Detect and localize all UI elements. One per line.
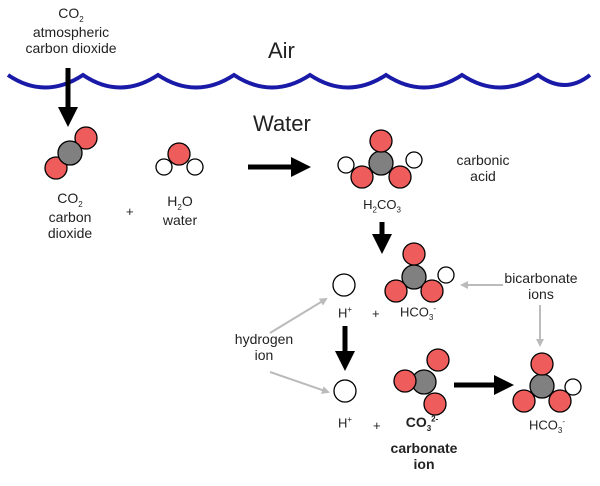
- water-label: Water: [253, 111, 311, 136]
- plus-sign: +: [373, 418, 381, 433]
- hydrogen-ion-upper: [332, 273, 356, 297]
- hydrogen-atom: [564, 378, 582, 396]
- oxygen-atom: [402, 242, 426, 266]
- co2-molecule: [44, 126, 98, 180]
- oxygen-atom: [423, 392, 447, 416]
- oxygen-atom: [530, 352, 554, 376]
- oxygen-atom: [44, 156, 68, 180]
- hydrogen-atom: [405, 151, 423, 169]
- air-label: Air: [268, 38, 295, 63]
- bicarbonate-ions-label: bicarbonate ions: [504, 270, 578, 303]
- oxygen-atom: [512, 389, 536, 413]
- carbonic-acid-label: carbonic acid: [456, 152, 510, 185]
- co2-label: CO2 carbon dioxide: [47, 190, 93, 242]
- bicarbonate-molecule-lower: [512, 352, 582, 413]
- plus-sign: +: [372, 306, 380, 321]
- hydrogen-atom: [337, 156, 355, 174]
- water-surface-wave: [6, 72, 592, 90]
- hydrogen-atom: [186, 158, 204, 176]
- oxygen-atom: [350, 165, 374, 189]
- h2o-label: H2O water: [162, 193, 198, 228]
- hydrogen-ion-lower: [333, 379, 357, 403]
- hydrogen-ion-label-upper: H+: [337, 305, 353, 321]
- pointer-hydrogen-upper: [269, 297, 328, 334]
- carbonate-formula: CO32-: [405, 414, 439, 433]
- h2co3-molecule: [337, 129, 423, 189]
- hydrogen-atom: [155, 158, 173, 176]
- carbonate-ion-label: carbonate ion: [390, 440, 458, 473]
- hydrogen-ion-label-lower: H+: [337, 415, 353, 431]
- hydrogen-ion-label: hydrogen ion: [234, 331, 294, 364]
- oxygen-atom: [426, 348, 450, 372]
- atmospheric-co2-label: CO2 atmospheric carbon dioxide: [25, 5, 117, 57]
- oxygen-atom: [388, 165, 412, 189]
- oxygen-atom: [393, 369, 417, 393]
- oxygen-atom: [384, 279, 408, 303]
- hydrogen-atom: [437, 266, 455, 284]
- h2o-molecule: [155, 142, 204, 176]
- oxygen-atom: [369, 129, 393, 153]
- oxygen-atom: [74, 126, 98, 150]
- carbon-atom: [57, 140, 83, 166]
- bicarbonate-molecule-upper: [384, 242, 455, 303]
- plus-sign: +: [126, 204, 134, 219]
- h2co3-label: H2CO3: [363, 197, 401, 215]
- oxygen-atom: [167, 142, 191, 166]
- carbon-atom: [368, 150, 394, 176]
- bicarbonate-label-lower: HCO3-: [528, 417, 565, 435]
- carbonate-molecule: [393, 348, 450, 416]
- bicarbonate-label-upper: HCO3-: [399, 304, 436, 322]
- pointer-hydrogen-lower: [269, 371, 330, 394]
- oxygen-atom: [420, 279, 444, 303]
- oxygen-atom: [548, 389, 572, 413]
